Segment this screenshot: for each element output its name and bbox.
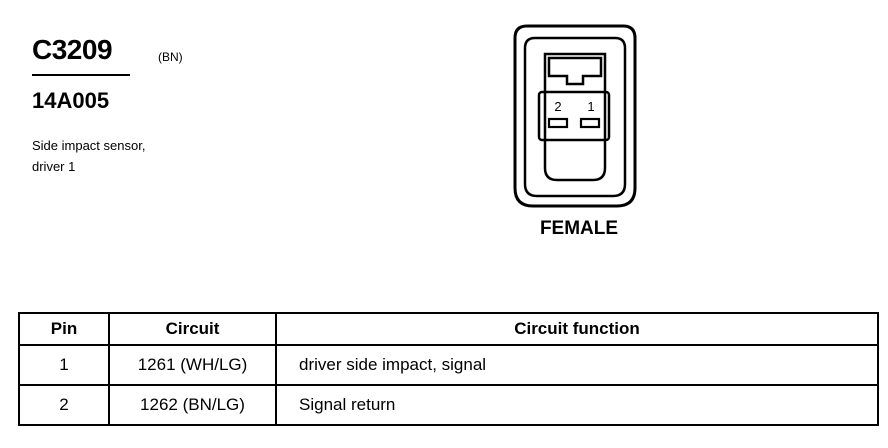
connector-housing-outer: [513, 24, 637, 208]
pin-1-socket: [579, 117, 601, 129]
locking-latch: [547, 56, 603, 86]
header-circuit: Circuit: [108, 312, 277, 346]
connector-face-drawing: 2 1: [513, 24, 637, 208]
connector-description-line2: driver 1: [32, 159, 76, 174]
pin-window: [537, 90, 611, 142]
part-number: 14A005: [32, 88, 110, 113]
function-cell: Signal return: [275, 384, 879, 426]
connector-housing-inner: [523, 36, 627, 198]
circuit-cell: 1261 (WH/LG): [108, 344, 277, 386]
pin-cell: 2: [18, 384, 110, 426]
table-row: 1 1261 (WH/LG) driver side impact, signa…: [18, 344, 879, 386]
pin-label-2: 2: [554, 99, 561, 114]
terminal-cavity: [543, 52, 607, 182]
pin-table: Pin Circuit Circuit function 1 1261 (WH/…: [18, 312, 879, 426]
pin-label-1: 1: [587, 99, 594, 114]
connector-description-line1: Side impact sensor,: [32, 138, 146, 153]
circuit-cell: 1262 (BN/LG): [108, 384, 277, 426]
header-circuit-function: Circuit function: [275, 312, 879, 346]
pin-cell: 1: [18, 344, 110, 386]
connector-id: C3209: [32, 34, 113, 65]
table-row: 2 1262 (BN/LG) Signal return: [18, 384, 879, 426]
title-underline: [32, 74, 130, 76]
header-pin: Pin: [18, 312, 110, 346]
table-header-row: Pin Circuit Circuit function: [18, 312, 879, 346]
connector-gender: FEMALE: [539, 218, 619, 239]
pin-2-socket: [547, 117, 569, 129]
connector-color-code: (BN): [158, 50, 183, 64]
function-cell: driver side impact, signal: [275, 344, 879, 386]
